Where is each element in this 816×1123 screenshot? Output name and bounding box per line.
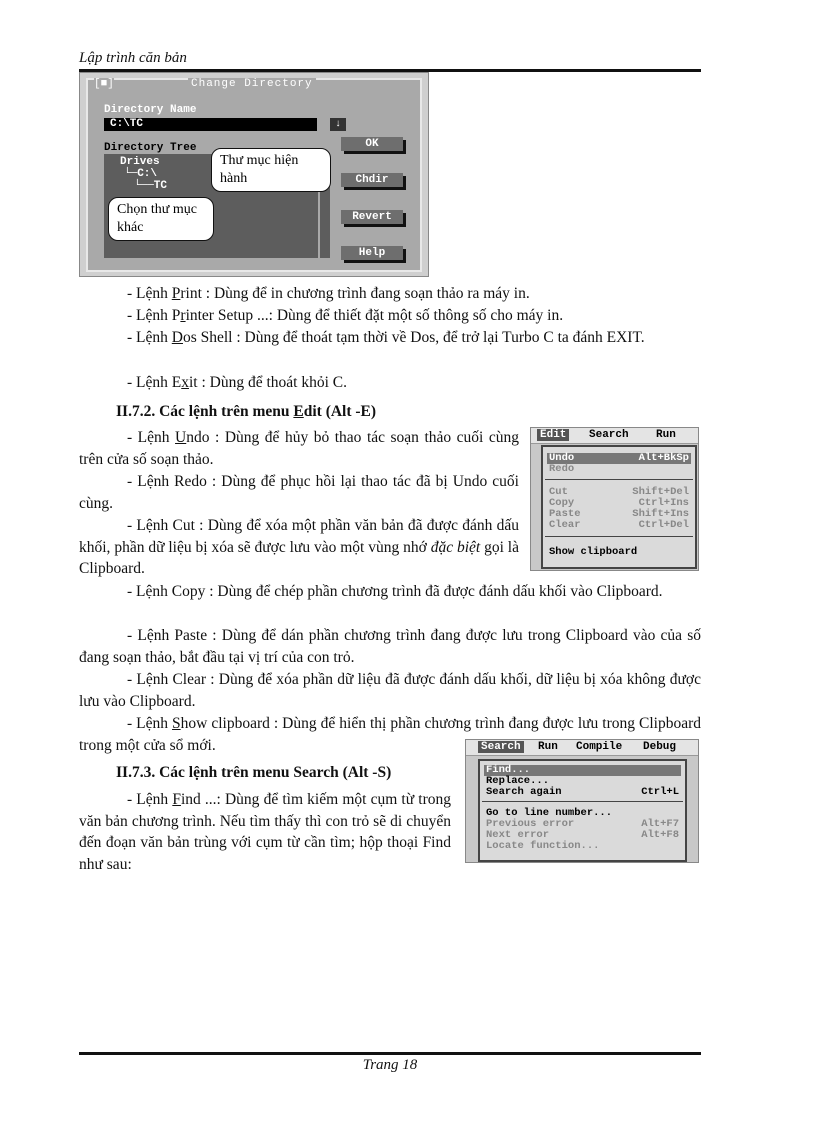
- menubar-search: Search: [478, 741, 524, 753]
- page-header-title: Lập trình căn bản: [79, 50, 187, 66]
- paragraph-cut: - Lệnh Cut : Dùng để xóa một phần văn bả…: [79, 517, 519, 577]
- menu-separator: [545, 536, 693, 537]
- menu-item-show-clipboard: Show clipboard: [549, 546, 638, 558]
- heading-edit-menu: II.7.2. Các lệnh trên menu Edit (Alt -E): [116, 403, 377, 420]
- history-arrow-icon: ↓: [330, 118, 346, 131]
- menubar-debug: Debug: [643, 741, 677, 753]
- paragraph-exit: - Lệnh Exit : Dùng để thoát khỏi C.: [127, 374, 347, 391]
- directory-name-input: C:\TC: [104, 118, 317, 131]
- tree-scrollbar: [320, 154, 330, 258]
- paragraph-print: - Lệnh Print : Dùng để in chương trình đ…: [127, 285, 530, 302]
- edit-menubar: Edit Search Run: [531, 428, 698, 444]
- search-menu-screenshot: Search Run Compile Debug Find... Replace…: [465, 739, 699, 863]
- header-rule: [79, 69, 701, 72]
- paragraph-find: - Lệnh Find ...: Dùng để tìm kiếm một cụ…: [79, 791, 451, 873]
- revert-button: Revert: [341, 210, 403, 224]
- menu-item-find: Find...: [484, 765, 681, 776]
- page-number: Trang 18: [362, 1057, 418, 1073]
- callout-choose-other-directory: Chọn thư mục khác: [108, 197, 214, 241]
- chdir-button: Chdir: [341, 173, 403, 187]
- search-menubar: Search Run Compile Debug: [466, 740, 698, 756]
- paragraph-undo: - Lệnh Undo : Dùng để hủy bỏ thao tác so…: [79, 429, 519, 468]
- help-button: Help: [341, 246, 403, 260]
- menubar-run: Run: [656, 429, 676, 441]
- tree-node-tc: └──TC: [134, 180, 168, 192]
- menu-item-locate-function: Locate function...: [486, 840, 600, 852]
- paragraph-printer-setup: - Lệnh Printer Setup ...: Dùng để thiết …: [127, 307, 564, 324]
- paragraph-redo: - Lệnh Redo : Dùng để phục hồi lại thao …: [79, 473, 519, 512]
- tree-node-drives: Drives: [120, 156, 160, 168]
- menubar-run: Run: [538, 741, 558, 753]
- paragraph-show-clipboard: - Lệnh Show clipboard : Dùng để hiển thị…: [79, 715, 701, 754]
- menu-separator: [545, 479, 693, 480]
- menu-separator: [482, 801, 683, 802]
- paragraph-paste: - Lệnh Paste : Dùng để dán phần chương t…: [79, 627, 701, 666]
- heading-search-menu: II.7.3. Các lệnh trên menu Search (Alt -…: [116, 764, 392, 781]
- menubar-edit: Edit: [537, 429, 570, 441]
- paragraph-copy: - Lệnh Copy : Dùng để chép phần chương t…: [127, 583, 663, 600]
- tree-node-c: └─C:\: [124, 168, 158, 180]
- directory-tree-label: Directory Tree: [104, 142, 197, 154]
- dialog-close-icon: [■]: [94, 78, 114, 90]
- menubar-compile: Compile: [576, 741, 623, 753]
- footer-rule: [79, 1052, 701, 1055]
- dialog-title: Change Directory: [188, 78, 316, 90]
- change-directory-screenshot: [■] Change Directory Directory Name C:\T…: [79, 72, 429, 277]
- menubar-search: Search: [589, 429, 629, 441]
- menu-item-redo: Redo: [549, 463, 575, 475]
- paragraph-dos-shell: - Lệnh Dos Shell : Dùng để thoát tạm thờ…: [127, 329, 645, 346]
- paragraph-clear: - Lệnh Clear : Dùng để xóa phần dữ liệu …: [79, 671, 701, 710]
- callout-current-directory: Thư mục hiện hành: [211, 148, 331, 192]
- ok-button: OK: [341, 137, 403, 151]
- menu-item-replace: Replace...: [486, 775, 550, 787]
- menu-item-go-to-line: Go to line number...: [486, 807, 613, 819]
- directory-name-label: Directory Name: [104, 104, 197, 116]
